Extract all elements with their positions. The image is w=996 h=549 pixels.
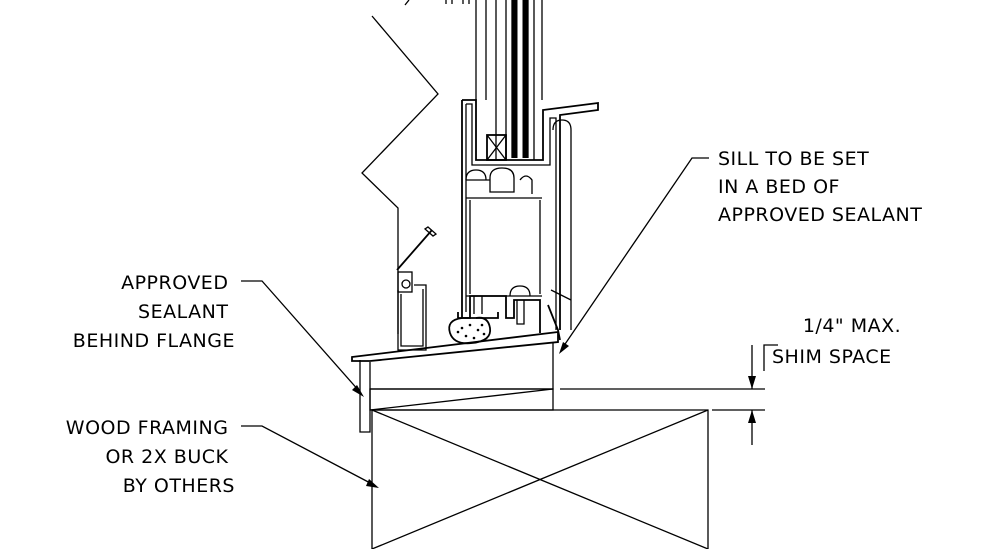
wood-framing	[371, 409, 709, 549]
shim-dimension	[560, 345, 765, 445]
wall-break-line	[361, 15, 439, 334]
cropped-top-text	[404, 0, 470, 6]
nailing-fin	[396, 226, 438, 351]
glazing-unit	[475, 0, 543, 160]
framing-note-text: WOOD FRAMING OR 2X BUCK BY OTHERS	[66, 417, 235, 497]
sill-note-leader	[559, 157, 709, 354]
sill-flange	[351, 330, 559, 433]
sealant-note-leader	[241, 280, 364, 397]
shim-note-text: 1/4" MAX.	[803, 315, 901, 337]
shim-note-text-2: SHIM SPACE	[772, 346, 892, 368]
shim-note-bracket	[763, 344, 778, 371]
sealant-note-text: APPROVED SEALANT BEHIND FLANGE	[73, 272, 235, 352]
shim-wedge	[369, 388, 554, 411]
sill-note-text: SILL TO BE SET IN A BED OF APPROVED SEAL…	[718, 148, 922, 226]
sealant-bead	[448, 312, 499, 345]
framing-note-leader	[241, 425, 379, 488]
frame-extrusion	[461, 99, 599, 341]
